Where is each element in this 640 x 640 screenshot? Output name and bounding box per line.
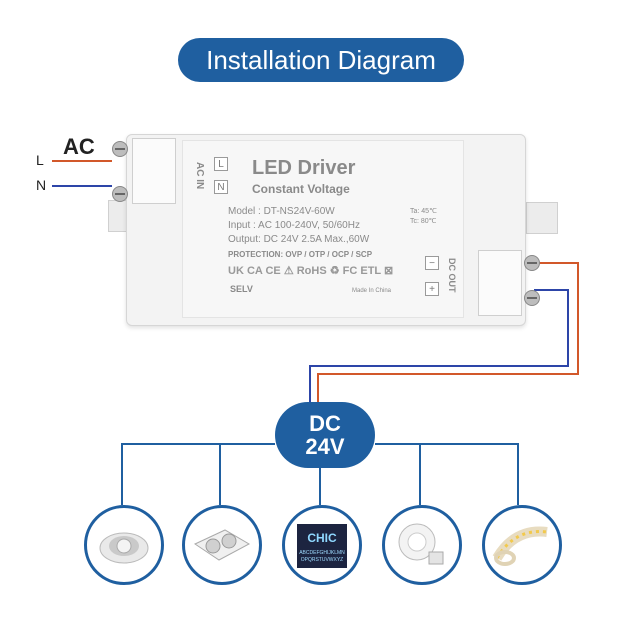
- neutral-label: N: [36, 177, 47, 193]
- made-in-label: Made In China: [352, 288, 392, 294]
- live-label: L: [36, 152, 44, 168]
- dc-badge-line2: 24V: [305, 434, 345, 459]
- output-line: Output: DC 24V 2.5A Max.,60W: [228, 234, 370, 245]
- sign-line1: ABCDEFGHIJKLMN: [299, 550, 345, 556]
- dc-24v-badge: DC 24V: [275, 402, 375, 468]
- screw-terminal-plus: [524, 255, 540, 271]
- selv-mark: SELV: [230, 284, 253, 294]
- tc-rating: Tc: 80℃: [410, 218, 437, 225]
- sign-title: CHIC: [307, 531, 337, 545]
- led-sign-icon: CHIC ABCDEFGHIJKLMN OPQRSTUVWXYZ: [282, 505, 362, 585]
- output-terminal-block: [478, 250, 522, 316]
- terminal-l-marker: L: [214, 157, 228, 171]
- wire-negative: [309, 289, 569, 402]
- bus-line: [375, 443, 519, 505]
- ac-in-label: AC IN: [194, 162, 205, 190]
- dc-badge-line1: DC: [309, 410, 341, 436]
- protection-line: PROTECTION: OVP / OTP / OCP / SCP: [228, 250, 373, 259]
- driver-label-plate: [182, 140, 464, 318]
- product-subtitle: Constant Voltage: [252, 182, 350, 196]
- screw-terminal-minus: [524, 290, 540, 306]
- model-line: Model : DT-NS24V-60W: [228, 206, 335, 217]
- bus-line: [121, 443, 275, 505]
- led-strip-icon: [482, 505, 562, 585]
- screw-terminal-n: [112, 186, 128, 202]
- dc-out-label: DC OUT: [447, 258, 457, 293]
- certification-marks: UK CA CE ⚠ RoHS ♻ FC ETL ⊠: [228, 265, 394, 277]
- wire-positive: [317, 262, 579, 402]
- downlight-icon: [84, 505, 164, 585]
- sign-line2: OPQRSTUVWXYZ: [301, 557, 344, 563]
- mounting-ear: [526, 202, 558, 234]
- spotlight-bulb-icon: [382, 505, 462, 585]
- plus-marker: +: [425, 282, 439, 296]
- ta-rating: Ta: 45℃: [410, 208, 437, 215]
- input-terminal-block: [132, 138, 176, 204]
- grille-light-icon: [182, 505, 262, 585]
- diagram-title: Installation Diagram: [178, 38, 464, 82]
- ac-label: AC: [63, 134, 95, 159]
- input-line: Input : AC 100-240V, 50/60Hz: [228, 220, 360, 231]
- screw-terminal-l: [112, 141, 128, 157]
- product-name: LED Driver: [252, 157, 356, 179]
- terminal-n-marker: N: [214, 180, 228, 194]
- minus-marker: −: [425, 256, 439, 270]
